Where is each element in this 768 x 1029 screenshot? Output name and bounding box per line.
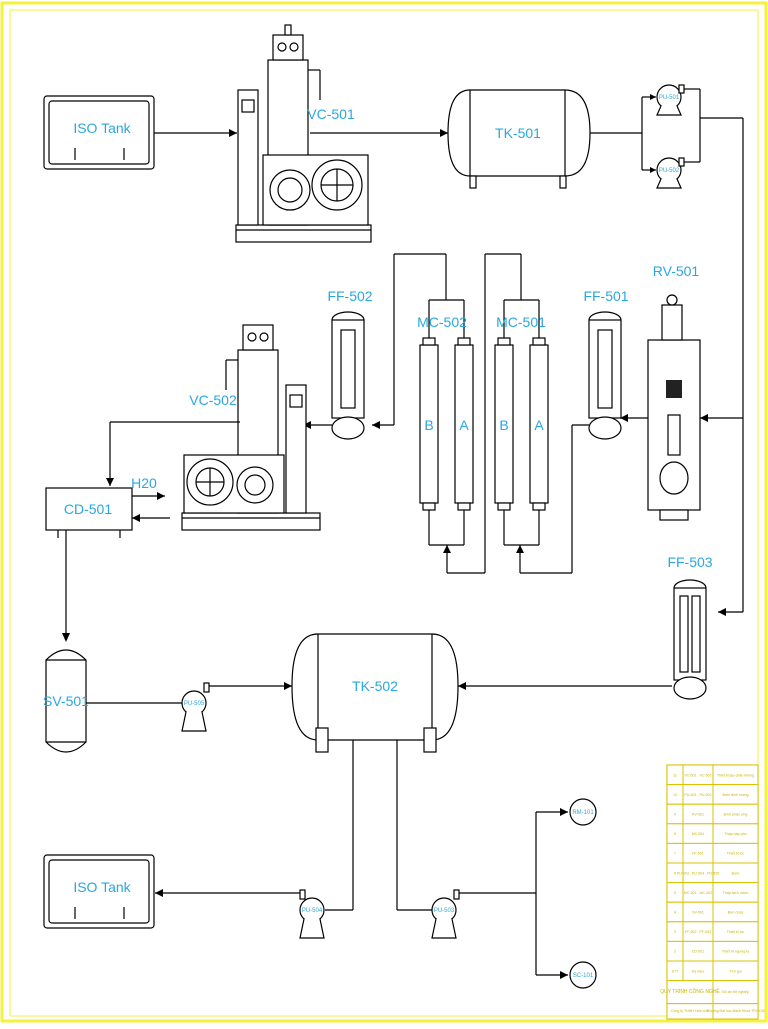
- title-row-code: PU-503 , PU-504 , PU-505: [677, 871, 720, 875]
- title-footer-left: Công ty TNHH Hóa chất: [671, 1009, 710, 1013]
- title-row-code: CD-501: [692, 950, 704, 954]
- ff502-filter: FF-502: [327, 288, 373, 440]
- title-row-name: Thiết bị lọc: [727, 852, 745, 856]
- tk502-label: TK-502: [352, 678, 398, 694]
- sv501-vessel: SV-501: [43, 649, 89, 753]
- title-row-code: PU-501 , PU-502: [684, 793, 711, 797]
- title-row-name: Tên gọi: [730, 969, 742, 973]
- title-row-no: 9: [674, 813, 676, 817]
- iso-tank-2: ISO Tank: [43, 854, 155, 929]
- mc501-a-label: A: [534, 417, 544, 433]
- ff503-filter: FF-503: [667, 554, 713, 700]
- title-row-code: SV-501: [692, 911, 704, 915]
- vc502-label: VC-502: [189, 392, 237, 408]
- title-footer-right: Trường Đại học Bách Khoa TP.HCM: [706, 1009, 764, 1013]
- mc502-label: MC-502: [417, 314, 467, 330]
- mc502-column-b: B: [419, 337, 439, 511]
- rv501-label: RV-501: [653, 263, 700, 279]
- title-row-name: Thiết bị lọc: [727, 930, 745, 934]
- title-footer-title: QUY TRÌNH CÔNG NGHỆ: [660, 987, 720, 995]
- title-row-name: Tháp tách nước: [723, 891, 749, 895]
- title-row-no: 3: [674, 930, 676, 934]
- vc501-unit: VC-501: [235, 24, 372, 243]
- title-row-code: FF-501: [692, 852, 704, 856]
- title-row-code: RV-501: [692, 813, 704, 817]
- iso-tank-1: ISO Tank: [43, 95, 155, 170]
- title-row-code: FF-502 , FF-503: [685, 930, 711, 934]
- title-row-no: 11: [673, 773, 677, 777]
- title-row-no: 5: [674, 891, 676, 895]
- h2o-label: H20: [131, 475, 157, 491]
- pu504-pump: PU-504: [299, 889, 325, 939]
- ff502-label: FF-502: [327, 288, 372, 304]
- title-row-no: 2: [674, 950, 676, 954]
- iso-tank-2-label: ISO Tank: [73, 879, 131, 895]
- rv501-reactor: RV-501: [647, 263, 701, 521]
- inner-border: [9, 9, 759, 1017]
- arrow: [440, 129, 448, 137]
- title-footer-sub: Đồ án tốt nghiệp: [722, 990, 748, 994]
- title-row-no: 7: [674, 852, 676, 856]
- title-row-no: 4: [674, 911, 676, 915]
- sc101-label: SC-101: [573, 973, 594, 979]
- title-footer-right-cell: [712, 1003, 759, 1020]
- mc501-b-label: B: [499, 417, 508, 433]
- rm101-label: RM-101: [572, 810, 594, 816]
- title-row-name: Bơm: [732, 871, 740, 875]
- mc501-column-b: B: [494, 337, 514, 511]
- tk502-tank: TK-502: [291, 633, 459, 753]
- title-row-name: Thiết bị tạo chân không: [717, 773, 754, 777]
- mc501-label: MC-501: [496, 314, 546, 330]
- title-row-no: STT: [672, 969, 680, 973]
- pu502-label: PU-502: [659, 168, 680, 174]
- cd501-condenser: CD-501: [45, 487, 133, 538]
- title-row-no: 6: [674, 871, 676, 875]
- pu503-pump: PU-503: [431, 889, 460, 939]
- mc502-b-label: B: [424, 417, 433, 433]
- pu504-label: PU-504: [302, 908, 323, 914]
- sc101-unit: SC-101: [569, 961, 597, 989]
- ff501-filter: FF-501: [583, 288, 629, 440]
- pu501-label: PU-501: [659, 95, 680, 101]
- title-row-no: 8: [674, 832, 676, 836]
- sv501-label: SV-501: [43, 693, 89, 709]
- pu505-pump: PU-505: [181, 682, 210, 732]
- title-row-no: 10: [673, 793, 677, 797]
- title-row-name: Tháp hấp phụ: [724, 832, 746, 836]
- title-block: 11 VC-501 , VC-502 Thiết bị tạo chân không…: [660, 764, 765, 1020]
- tk501-label: TK-501: [495, 125, 541, 141]
- title-row-name: Thiết bị ngưng tụ: [722, 950, 749, 954]
- title-row-code: VC-501 , VC-502: [684, 773, 711, 777]
- pu505-label: PU-505: [184, 701, 205, 707]
- title-row-name: Bơm định lượng: [722, 793, 748, 797]
- mc502-column-a: A: [454, 337, 474, 511]
- pu501-pump: PU-501: [656, 84, 685, 116]
- mc501-column-a: A: [529, 337, 549, 511]
- mc502-a-label: A: [459, 417, 469, 433]
- iso-tank-1-label: ISO Tank: [73, 120, 131, 136]
- title-row-code: MC-501: [692, 832, 705, 836]
- cd501-label: CD-501: [64, 501, 112, 517]
- arrow: [229, 129, 237, 137]
- title-row-name: Bình phản ứng: [724, 813, 748, 817]
- pu502-pump: PU-502: [656, 157, 685, 189]
- title-row-code: Ký hiệu: [692, 969, 704, 973]
- pu503-label: PU-503: [434, 908, 455, 914]
- title-row-name: Bồn chứa: [728, 911, 744, 915]
- rm101-unit: RM-101: [569, 798, 597, 826]
- vc502-unit: VC-502: [181, 324, 321, 531]
- title-row-code: MC-501 , MC-502: [684, 891, 713, 895]
- tk501-tank: TK-501: [447, 89, 591, 189]
- ff501-label: FF-501: [583, 288, 628, 304]
- vc501-label: VC-501: [307, 106, 355, 122]
- ff503-label: FF-503: [667, 554, 712, 570]
